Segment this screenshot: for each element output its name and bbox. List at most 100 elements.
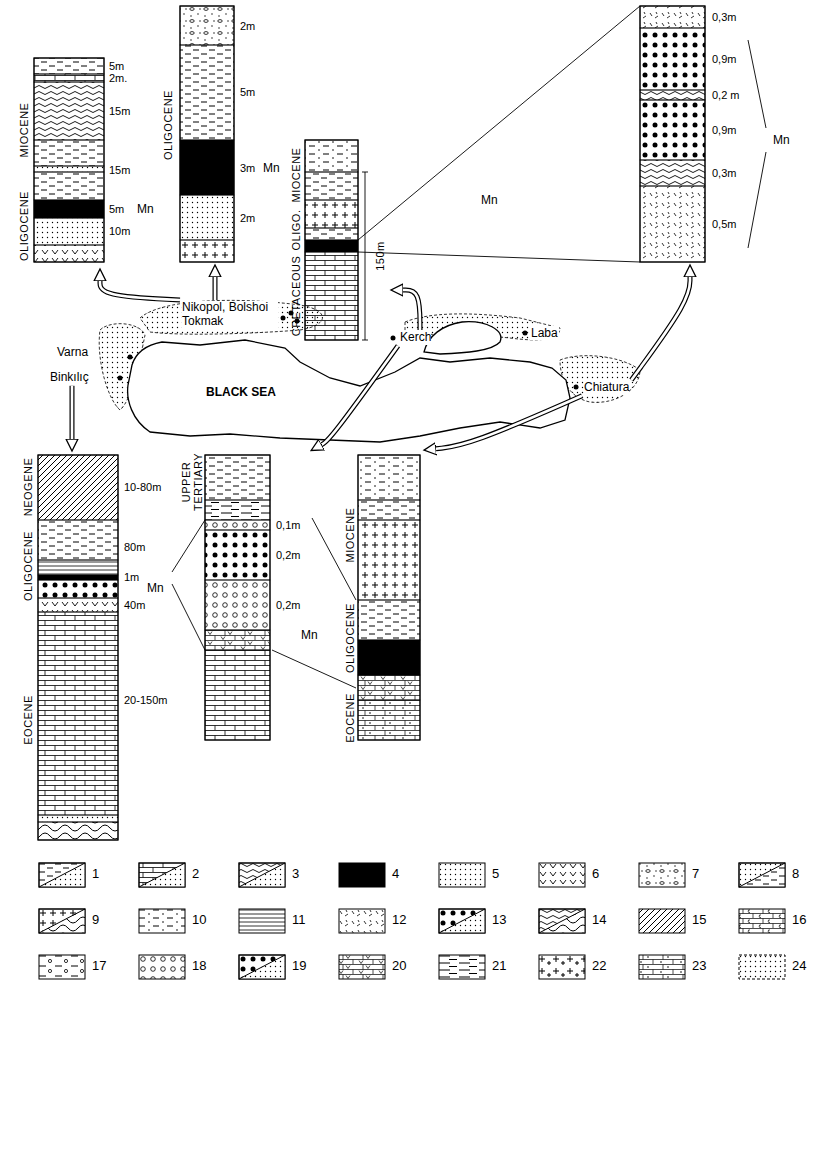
legend-number: 18 [192, 959, 206, 974]
rock-layer [205, 500, 270, 520]
arrow-outline [100, 281, 180, 300]
thickness-label: 10m [109, 225, 130, 238]
rock-layer [358, 520, 420, 600]
rock-layer [205, 630, 270, 650]
column-outline [640, 6, 705, 262]
rock-layer [205, 580, 270, 630]
thickness-label: 0,9m [712, 53, 736, 66]
legend-sample [439, 863, 485, 887]
legend-item: 14 [538, 908, 628, 932]
rock-layer [34, 218, 104, 245]
ore-label: Mn [136, 202, 155, 216]
legend-number: 4 [392, 867, 399, 882]
rock-layer [305, 200, 358, 228]
rock-layer [38, 560, 118, 575]
legend-sample [639, 955, 685, 979]
rock-layer [358, 455, 420, 500]
rock-layer [38, 822, 118, 840]
legend-split [739, 863, 785, 887]
legend-item: 9 [38, 908, 128, 932]
legend-split [239, 955, 285, 979]
legend-swatch [538, 908, 586, 934]
legend-item: 16 [738, 908, 815, 932]
rock-layer [640, 28, 705, 90]
rock-layer [305, 228, 358, 240]
legend-split [139, 863, 185, 887]
map-label: Varna [56, 345, 89, 359]
thickness-label: 0,9m [712, 124, 736, 137]
thickness-label: 15m [109, 105, 130, 118]
legend-item: 8 [738, 862, 815, 886]
rock-layer [180, 240, 234, 262]
legend-sample [39, 863, 85, 887]
legend-sample [639, 909, 685, 933]
rock-layer [180, 45, 234, 140]
legend-divider [39, 863, 85, 887]
legend-border [539, 909, 585, 933]
arrow-body [436, 396, 582, 449]
legend-number: 13 [492, 913, 506, 928]
legend-split [239, 863, 285, 887]
arrow-body [100, 281, 180, 300]
legend-sample [239, 955, 285, 979]
legend-number: 24 [792, 959, 806, 974]
age-label: EOCENE [344, 693, 357, 742]
thickness-label: 2m. [109, 72, 127, 85]
legend-swatch [138, 862, 186, 888]
legend-swatch [738, 862, 786, 888]
legend-swatch [238, 954, 286, 980]
arrow-body [631, 277, 690, 380]
legend-number: 2 [192, 867, 199, 882]
rock-layer [34, 166, 104, 172]
map-label: Laba [530, 326, 559, 340]
rock-layer [205, 650, 270, 740]
legend-divider [739, 863, 785, 887]
legend-item: 24 [738, 954, 815, 978]
legend-item: 1 [38, 862, 128, 886]
legend-split [539, 909, 585, 933]
place-name: Nikopol, Bolshoi Tokmak [182, 301, 278, 329]
column-outline [38, 455, 118, 840]
thickness-label: 0,3m [712, 11, 736, 24]
column-layers [34, 6, 705, 840]
stratigraphic-column: UPPER TERTIARY0,1m0,2m0,2m [180, 450, 312, 745]
arrow-outline [213, 277, 218, 300]
legend-number: 1 [92, 867, 99, 882]
legend-divider [539, 909, 585, 933]
arrow-body [322, 346, 398, 445]
legend-number: 22 [592, 959, 606, 974]
sample-arrow [436, 396, 582, 449]
thickness-label: 10-80m [124, 481, 161, 494]
rock-layer [358, 600, 420, 640]
legend-split [239, 955, 285, 979]
legend-divider [139, 863, 185, 887]
legend-number: 16 [792, 913, 806, 928]
legend-sample [239, 863, 285, 887]
sample-arrow [631, 277, 690, 380]
rock-layer [205, 455, 270, 500]
rock-layer [180, 140, 234, 195]
legend-split [739, 863, 785, 887]
legend-sample [139, 863, 185, 887]
legend-item: 19 [238, 954, 328, 978]
stratigraphic-column: NEOGENEOLIGOCENEEOCENE10-80m80m1m40m20-1… [12, 450, 172, 844]
arrow-outline [436, 396, 582, 449]
legend-item: 23 [638, 954, 728, 978]
ore-label: Mn [262, 161, 281, 175]
legend-item: 7 [638, 862, 728, 886]
rock-layer [34, 58, 104, 74]
legend-divider [239, 955, 285, 979]
ore-label: Mn [146, 581, 165, 595]
legend-border [239, 955, 285, 979]
legend-sample [739, 863, 785, 887]
rock-layer [38, 598, 118, 612]
legend-sample [539, 955, 585, 979]
legend-item: 11 [238, 908, 328, 932]
thickness-label: 1m [124, 571, 139, 584]
age-label: MIOCENE [290, 148, 303, 203]
age-label: MIOCENE [18, 103, 31, 158]
locality-marker: Nikopol, Bolshoi Tokmak [180, 300, 280, 330]
thickness-label: 15m [109, 164, 130, 177]
stratigraphic-layers [305, 140, 358, 340]
legend-swatch [438, 908, 486, 934]
